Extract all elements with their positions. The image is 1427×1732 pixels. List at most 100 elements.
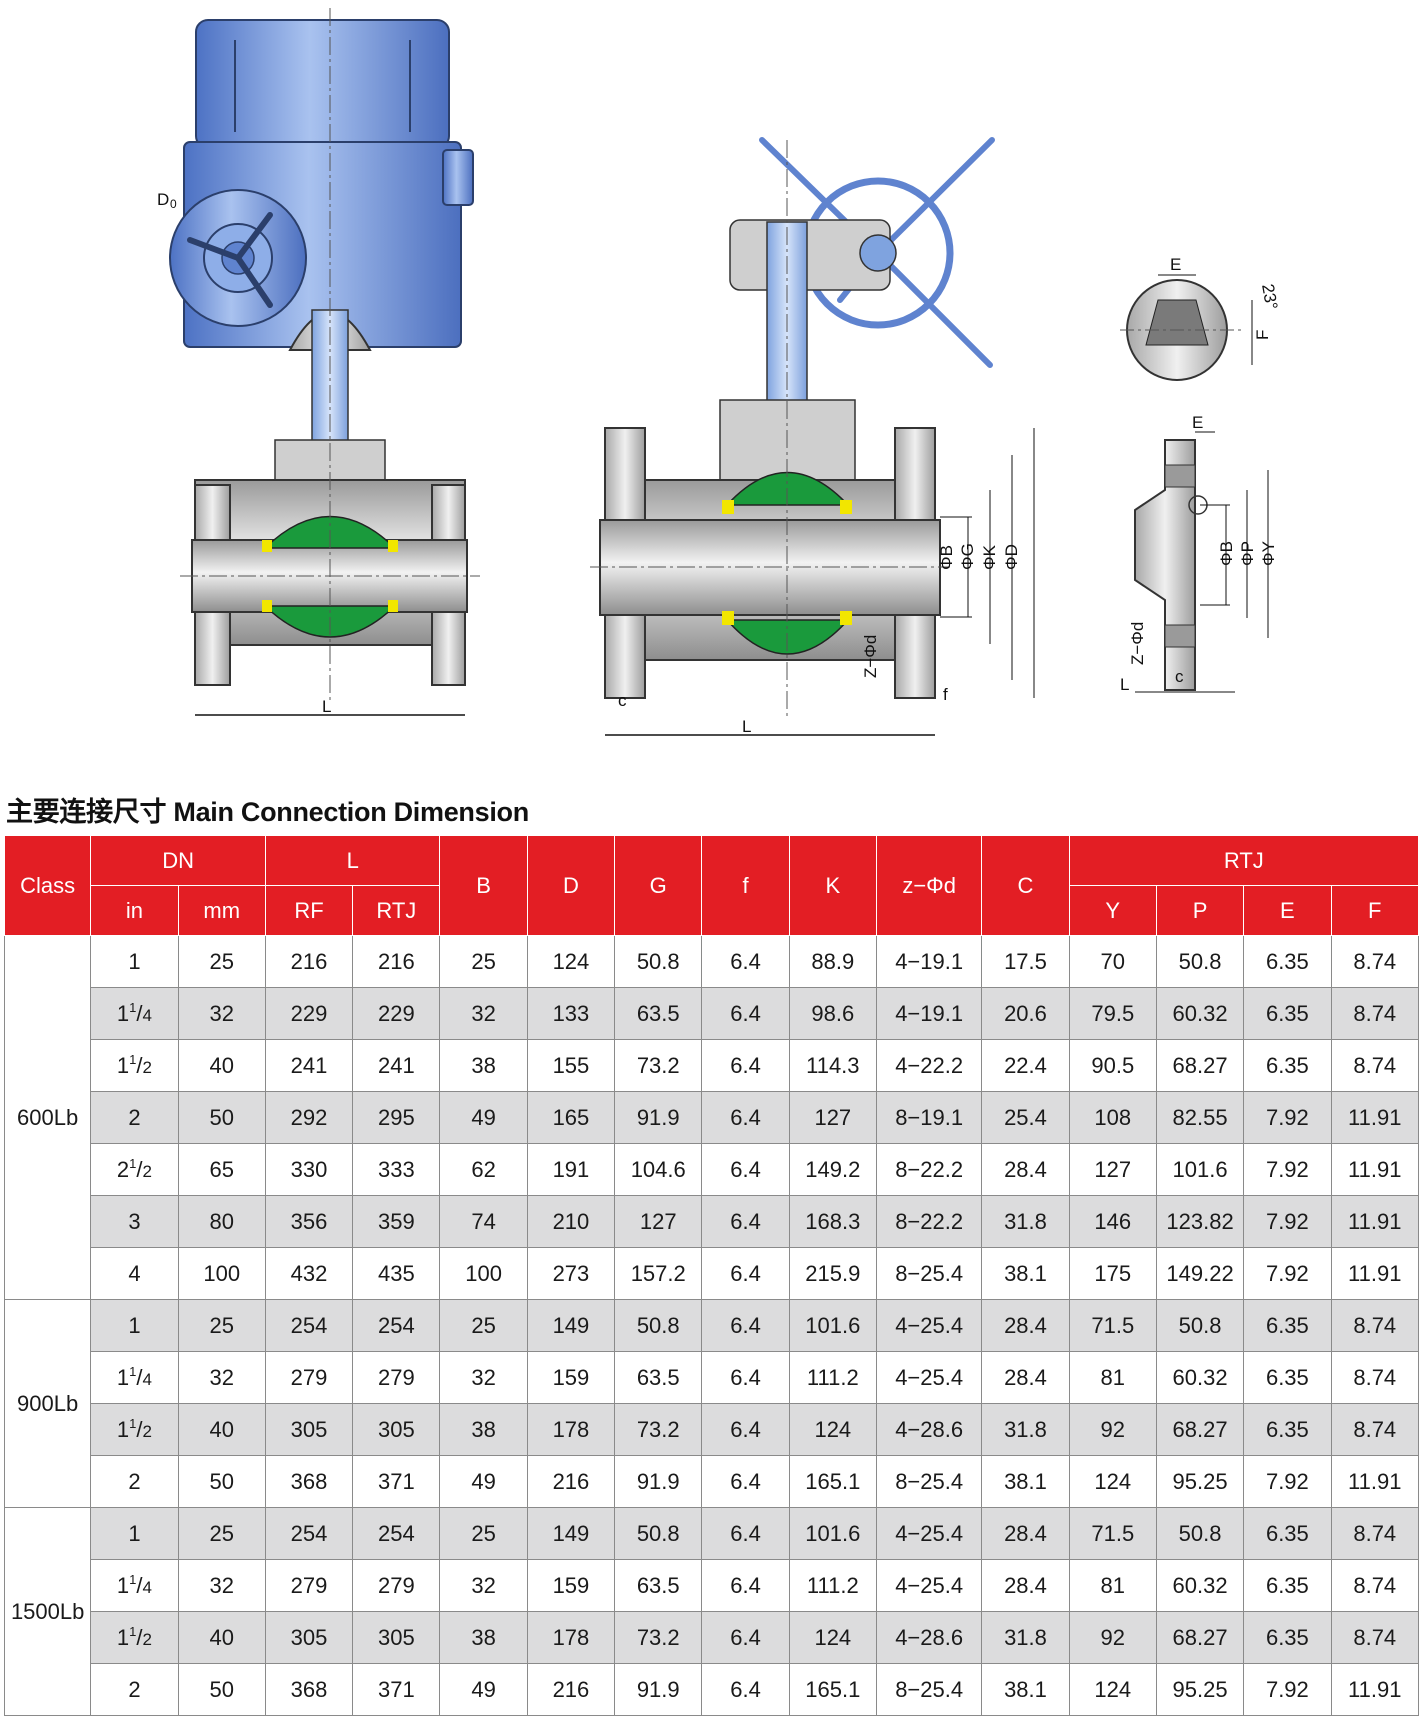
ring-angle-label: 23° [1258,282,1281,311]
cell-b: 62 [439,1143,528,1196]
cell-mm: 40 [177,1039,266,1092]
cell-e: 6.35 [1243,935,1332,988]
cell-in: 1 [90,1507,179,1560]
cell-f: 8.74 [1330,935,1420,988]
cell-e: 6.35 [1243,1299,1332,1352]
cell-in: 21/2 [90,1143,179,1196]
cell-rtj: 333 [352,1143,441,1196]
cell-d: 149 [526,1507,616,1560]
cell-in: 2 [90,1663,179,1716]
cell-zphid: 4−25.4 [875,1299,983,1352]
cell-e: 6.35 [1243,1039,1332,1092]
cell-mm: 65 [177,1143,266,1196]
ring-groove-detail: E 23° F [1120,255,1281,381]
cell-in: 11/4 [90,1351,179,1404]
valve-drawings: L D 0 L c f ΦB ΦG ΦK ΦD Z−Φd [157,8,1281,736]
col-c: C [981,835,1070,936]
cell-rf: 279 [264,1559,354,1612]
cell-mm: 25 [177,935,266,988]
cell-b: 49 [439,1091,528,1144]
cell-e: 6.35 [1243,987,1332,1040]
cell-k: 127 [788,1091,877,1144]
d0-subscript: 0 [170,197,177,211]
cell-e: 7.92 [1243,1091,1332,1144]
cell-e: 7.92 [1243,1247,1332,1300]
c-label-2: c [618,691,627,710]
cell-mm: 25 [177,1299,266,1352]
cell-zphid: 4−28.6 [875,1403,983,1456]
header-row-2: in mm RF RTJ Y P E F [5,885,1420,936]
cell-rtj: 295 [352,1091,441,1144]
cell-c: 28.4 [981,1507,1070,1560]
zphid-label-2: Z−Φd [861,635,880,678]
cell-y: 71.5 [1068,1299,1157,1352]
cell-mm: 40 [177,1403,266,1456]
cell-c: 28.4 [981,1299,1070,1352]
cell-f: 8.74 [1330,1507,1420,1560]
cell-rf: 254 [264,1299,354,1352]
cell-f: 6.4 [701,1351,790,1404]
col-rtj: RTJ [352,885,441,936]
cell-k: 111.2 [788,1351,877,1404]
cell-p: 60.32 [1155,1559,1245,1612]
cell-f: 11.91 [1330,1247,1420,1300]
cell-f: 8.74 [1330,987,1420,1040]
cell-mm: 80 [177,1195,266,1248]
cell-f: 11.91 [1330,1143,1420,1196]
cell-d: 273 [526,1247,616,1300]
cell-in: 1 [90,935,179,988]
cell-zphid: 4−25.4 [875,1507,983,1560]
cell-p: 60.32 [1155,1351,1245,1404]
cell-p: 50.8 [1155,935,1245,988]
flange-detail: E ΦB ΦP ΦY Z−Φd L c [1120,413,1278,694]
cell-rtj: 435 [352,1247,441,1300]
cell-b: 25 [439,1299,528,1352]
cell-e: 7.92 [1243,1195,1332,1248]
cell-in: 11/2 [90,1403,179,1456]
f-label-2: f [943,685,948,704]
cell-g: 91.9 [614,1091,703,1144]
ring-f-label: F [1253,330,1272,340]
cell-f: 6.4 [701,1611,790,1664]
cell-g: 63.5 [614,1351,703,1404]
cell-c: 28.4 [981,1143,1070,1196]
cell-b: 25 [439,935,528,988]
cell-in: 4 [90,1247,179,1300]
cell-p: 68.27 [1155,1611,1245,1664]
cell-rtj: 359 [352,1195,441,1248]
col-rf: RF [264,885,354,936]
cell-c: 22.4 [981,1039,1070,1092]
flange-phiB-label: ΦB [1217,541,1236,566]
cell-rtj: 279 [352,1351,441,1404]
flange-phiP-label: ΦP [1238,541,1257,566]
cell-p: 123.82 [1155,1195,1245,1248]
cell-k: 124 [788,1403,877,1456]
cell-c: 20.6 [981,987,1070,1040]
cell-b: 38 [439,1611,528,1664]
cell-y: 92 [1068,1611,1157,1664]
cell-b: 25 [439,1507,528,1560]
cell-d: 149 [526,1299,616,1352]
class-cell: 900Lb [3,1299,92,1508]
cell-c: 31.8 [981,1195,1070,1248]
cell-c: 28.4 [981,1351,1070,1404]
cell-d: 210 [526,1195,616,1248]
cell-p: 101.6 [1155,1143,1245,1196]
cell-rf: 216 [264,935,354,988]
col-f: F [1330,885,1420,936]
cell-g: 127 [614,1195,703,1248]
flange-phiY-label: ΦY [1259,541,1278,566]
cell-f: 8.74 [1330,1403,1420,1456]
cell-c: 28.4 [981,1559,1070,1612]
cell-y: 127 [1068,1143,1157,1196]
cell-rf: 305 [264,1403,354,1456]
cell-f: 8.74 [1330,1039,1420,1092]
cell-d: 133 [526,987,616,1040]
cell-k: 88.9 [788,935,877,988]
